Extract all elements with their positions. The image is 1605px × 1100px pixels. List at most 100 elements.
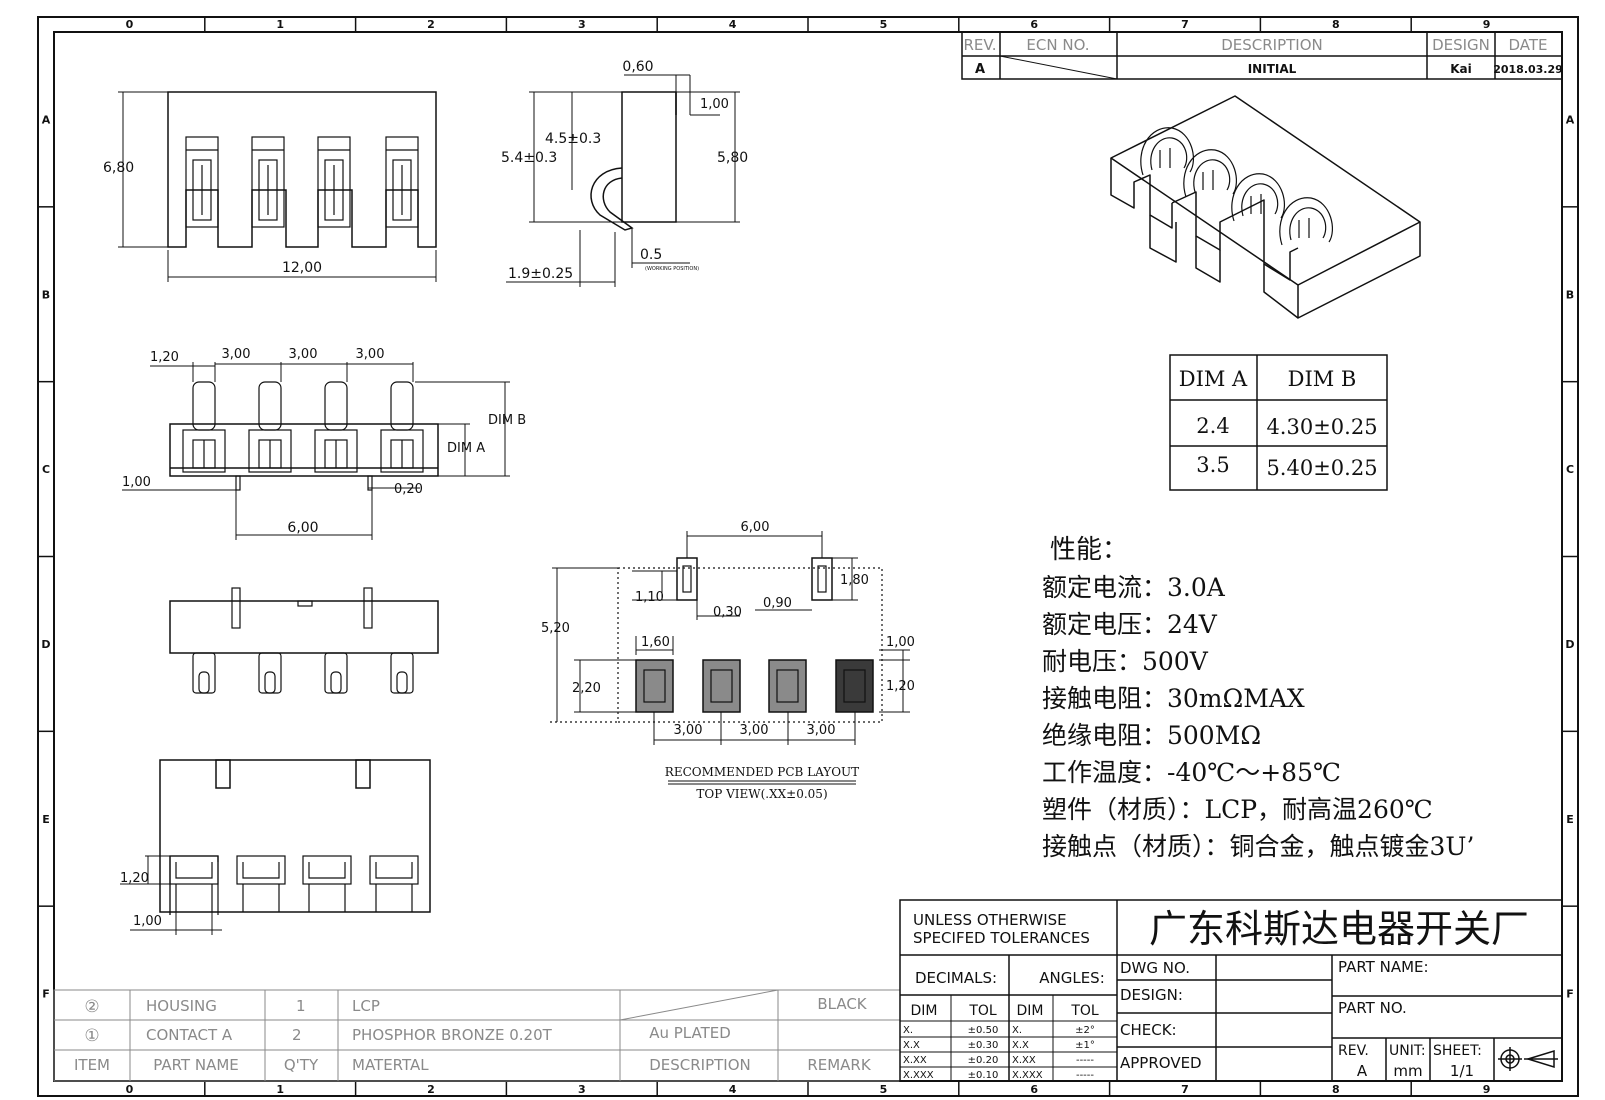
zone-label: 3	[578, 1083, 586, 1096]
decimal-tol: ±0.20	[968, 1055, 999, 1066]
dim-table	[1169, 354, 1388, 491]
ecn-header: ECN NO.	[1026, 36, 1089, 54]
bom-name: HOUSING	[146, 997, 217, 1015]
zone-label: 8	[1332, 1083, 1340, 1096]
top-pitch-1: 3,00	[222, 347, 251, 362]
bom-header-material: MATERTAL	[352, 1056, 429, 1074]
pcb-pads	[635, 659, 874, 713]
side-right-top-dim: 1,00	[700, 97, 729, 112]
front-height-dim: 6,80	[103, 160, 134, 176]
unit-label: UNIT:	[1389, 1043, 1426, 1059]
zone-ticks	[38, 17, 1578, 1096]
design-value: Kai	[1450, 62, 1472, 76]
spec-line: 接触点（材质）：铜合金，触点镀金3U’	[1042, 832, 1474, 861]
pcb-pad-w-dim: 1,60	[641, 635, 670, 650]
date-value: 2018.03.29	[1493, 63, 1563, 76]
part-name-label: PART NAME:	[1338, 958, 1429, 976]
bom-material: LCP	[352, 997, 380, 1015]
spec-line: 额定电压：24V	[1042, 610, 1218, 639]
zone-label: F	[42, 988, 50, 1001]
specs-title: 性能：	[1050, 535, 1128, 565]
pcb-height-dim: 5,20	[541, 621, 570, 636]
dwg-no-label: DWG NO.	[1120, 959, 1190, 977]
front-width-dim: 12,00	[282, 260, 322, 276]
pcb-slot-h-dim: 1,80	[840, 573, 869, 588]
spec-line: 接触电阻：30mΩMAX	[1042, 684, 1305, 713]
pcb-layout	[550, 531, 910, 745]
dim-table-cell: 3.5	[1196, 453, 1229, 477]
bom-name: CONTACT A	[146, 1026, 233, 1044]
side-top-dim: 0,60	[622, 59, 653, 75]
zone-label: D	[1565, 638, 1574, 651]
zone-label: 6	[1030, 1083, 1038, 1096]
zone-label: 3	[578, 18, 586, 31]
top-dim-a: DIM A	[447, 441, 485, 456]
angle-dim: X.XXX	[1012, 1070, 1043, 1081]
pcb-pitch-3: 3,00	[807, 723, 836, 738]
dim-table-cell: 4.30±0.25	[1266, 415, 1377, 439]
description-value: INITIAL	[1248, 62, 1297, 76]
pcb-slot-w-dim: 1,10	[635, 590, 664, 605]
dim-table-cell: 2.4	[1196, 414, 1229, 438]
zone-label: A	[42, 113, 51, 126]
top-pin-width-dim: 1,20	[150, 350, 179, 365]
top-left-dim: 1,00	[122, 475, 151, 490]
top-view	[122, 362, 510, 540]
zone-label: 4	[729, 18, 737, 31]
bom-header-item: ITEM	[74, 1056, 110, 1074]
spec-line: 工作温度：-40℃～+85℃	[1042, 758, 1341, 787]
top-post-span-dim: 6,00	[287, 520, 318, 536]
design-label: DESIGN:	[1120, 986, 1183, 1004]
side-base-dim: 1.9±0.25	[508, 266, 573, 282]
zone-label: 7	[1181, 1083, 1189, 1096]
decimal-dim: X.XX	[903, 1055, 927, 1066]
pcb-caption-rule	[668, 780, 856, 785]
decimals-tol-header: TOL	[968, 1003, 997, 1019]
company-name: 广东科斯达电器开关厂	[1149, 907, 1529, 951]
zone-label: 1	[276, 18, 284, 31]
decimal-tol: ±0.10	[968, 1070, 999, 1081]
spec-line: 塑件（材质）：LCP，耐高温260℃	[1042, 795, 1433, 824]
projection-symbol-icon	[1498, 1047, 1558, 1071]
spec-line: 绝缘电阻：500MΩ	[1042, 721, 1261, 750]
spec-line: 耐电压：500V	[1042, 647, 1209, 676]
angle-dim: X.X	[1012, 1040, 1029, 1051]
decimals-label: DECIMALS:	[915, 969, 997, 987]
top-pitch-2: 3,00	[289, 347, 318, 362]
top-pitch-3: 3,00	[356, 347, 385, 362]
title-block	[899, 899, 1563, 1082]
front-view	[118, 91, 437, 282]
bom-qty: 1	[296, 997, 306, 1015]
revision-block	[961, 31, 1563, 80]
rev-value: A	[975, 62, 985, 77]
rear-view	[169, 587, 439, 694]
decimal-tol: ±0.30	[968, 1040, 999, 1051]
zone-label: 8	[1332, 18, 1340, 31]
zone-label: 0	[126, 18, 134, 31]
part-no-label: PART NO.	[1338, 999, 1407, 1017]
zone-label: D	[41, 638, 50, 651]
spec-line: 额定电流：3.0A	[1042, 573, 1226, 602]
decimals-dim-header: DIM	[911, 1003, 938, 1019]
zone-label: 0	[126, 1083, 134, 1096]
rev-header: REV.	[964, 36, 997, 54]
bom-qty: 2	[292, 1026, 302, 1044]
side-dim-b: 5.4±0.3	[501, 150, 557, 166]
side-dim-a: 4.5±0.3	[545, 131, 601, 147]
decimal-tol: ±0.50	[968, 1025, 999, 1036]
bom-header-qty: Q'TY	[284, 1056, 319, 1074]
zone-label: 9	[1483, 1083, 1491, 1096]
decimal-dim: X.X	[903, 1040, 920, 1051]
zone-label: C	[1566, 463, 1574, 476]
bom-item: ①	[84, 1026, 99, 1046]
bom-description: Au PLATED	[649, 1024, 731, 1042]
angles-dim-header: DIM	[1017, 1003, 1044, 1019]
angles-label: ANGLES:	[1039, 969, 1105, 987]
tolerance-note-2: SPECIFED TOLERANCES	[913, 929, 1090, 947]
bottom-height-dim: 1,20	[120, 871, 149, 886]
sheet-label: SHEET:	[1433, 1043, 1482, 1059]
bom-header-remark: REMARK	[807, 1056, 872, 1074]
zone-label: 6	[1030, 18, 1038, 31]
